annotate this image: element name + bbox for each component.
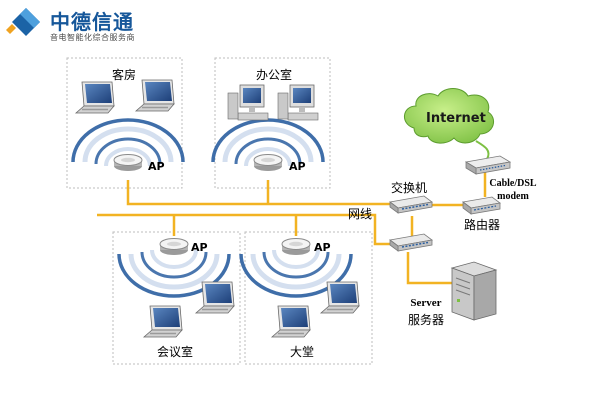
cable-top-main bbox=[126, 180, 390, 206]
ap-label: AP bbox=[191, 241, 208, 254]
internet-cloud-icon bbox=[404, 88, 495, 144]
laptop-icon bbox=[195, 281, 235, 314]
room-label-guest-room: 客房 bbox=[112, 68, 137, 82]
switch-icon bbox=[389, 233, 433, 252]
ap-label: AP bbox=[148, 160, 165, 173]
switch-label: 交换机 bbox=[391, 181, 428, 195]
brand-tagline: 音电智能化综合服务商 bbox=[50, 33, 135, 42]
desktop-computer-icon bbox=[227, 84, 269, 121]
room-lobby-border bbox=[244, 231, 373, 365]
ap-label: AP bbox=[289, 160, 306, 173]
room-label-office: 办公室 bbox=[256, 68, 293, 82]
modem-label-line2: modem bbox=[497, 191, 529, 202]
room-meeting-room-border bbox=[112, 231, 241, 365]
internet-label: Internet bbox=[426, 111, 486, 126]
modem-label-line1: Cable/DSL bbox=[489, 178, 537, 189]
laptop-icon bbox=[135, 79, 175, 112]
cable-label: 网线 bbox=[348, 207, 373, 221]
access-point-icon bbox=[253, 154, 283, 172]
router-icon bbox=[462, 196, 501, 215]
switch-icon bbox=[389, 195, 433, 214]
server-label-cn: 服务器 bbox=[407, 313, 444, 327]
cable-modem-to-internet bbox=[475, 140, 490, 160]
room-guest-room-border bbox=[66, 57, 183, 189]
access-point-icon bbox=[281, 238, 311, 256]
access-point-icon bbox=[113, 154, 143, 172]
room-label-lobby: 大堂 bbox=[290, 345, 315, 359]
ap-label: AP bbox=[314, 241, 331, 254]
room-label-meeting-room: 会议室 bbox=[157, 345, 194, 359]
cable-switch-to-server bbox=[406, 252, 452, 285]
network-cables bbox=[97, 172, 487, 285]
access-point-icon bbox=[159, 238, 189, 256]
brand-logo-icon bbox=[6, 8, 40, 36]
laptop-icon bbox=[271, 305, 311, 338]
server-label-en: Server bbox=[410, 297, 442, 309]
router-label: 路由器 bbox=[464, 218, 501, 232]
laptop-icon bbox=[320, 281, 360, 314]
server-icon bbox=[450, 261, 498, 321]
room-office-border bbox=[214, 57, 331, 189]
desktop-computer-icon bbox=[277, 84, 319, 121]
laptop-icon bbox=[143, 305, 183, 338]
modem-icon bbox=[464, 155, 512, 175]
cable-bottom-main bbox=[97, 213, 392, 246]
brand-name: 中德信通 bbox=[50, 10, 134, 34]
laptop-icon bbox=[75, 81, 115, 114]
